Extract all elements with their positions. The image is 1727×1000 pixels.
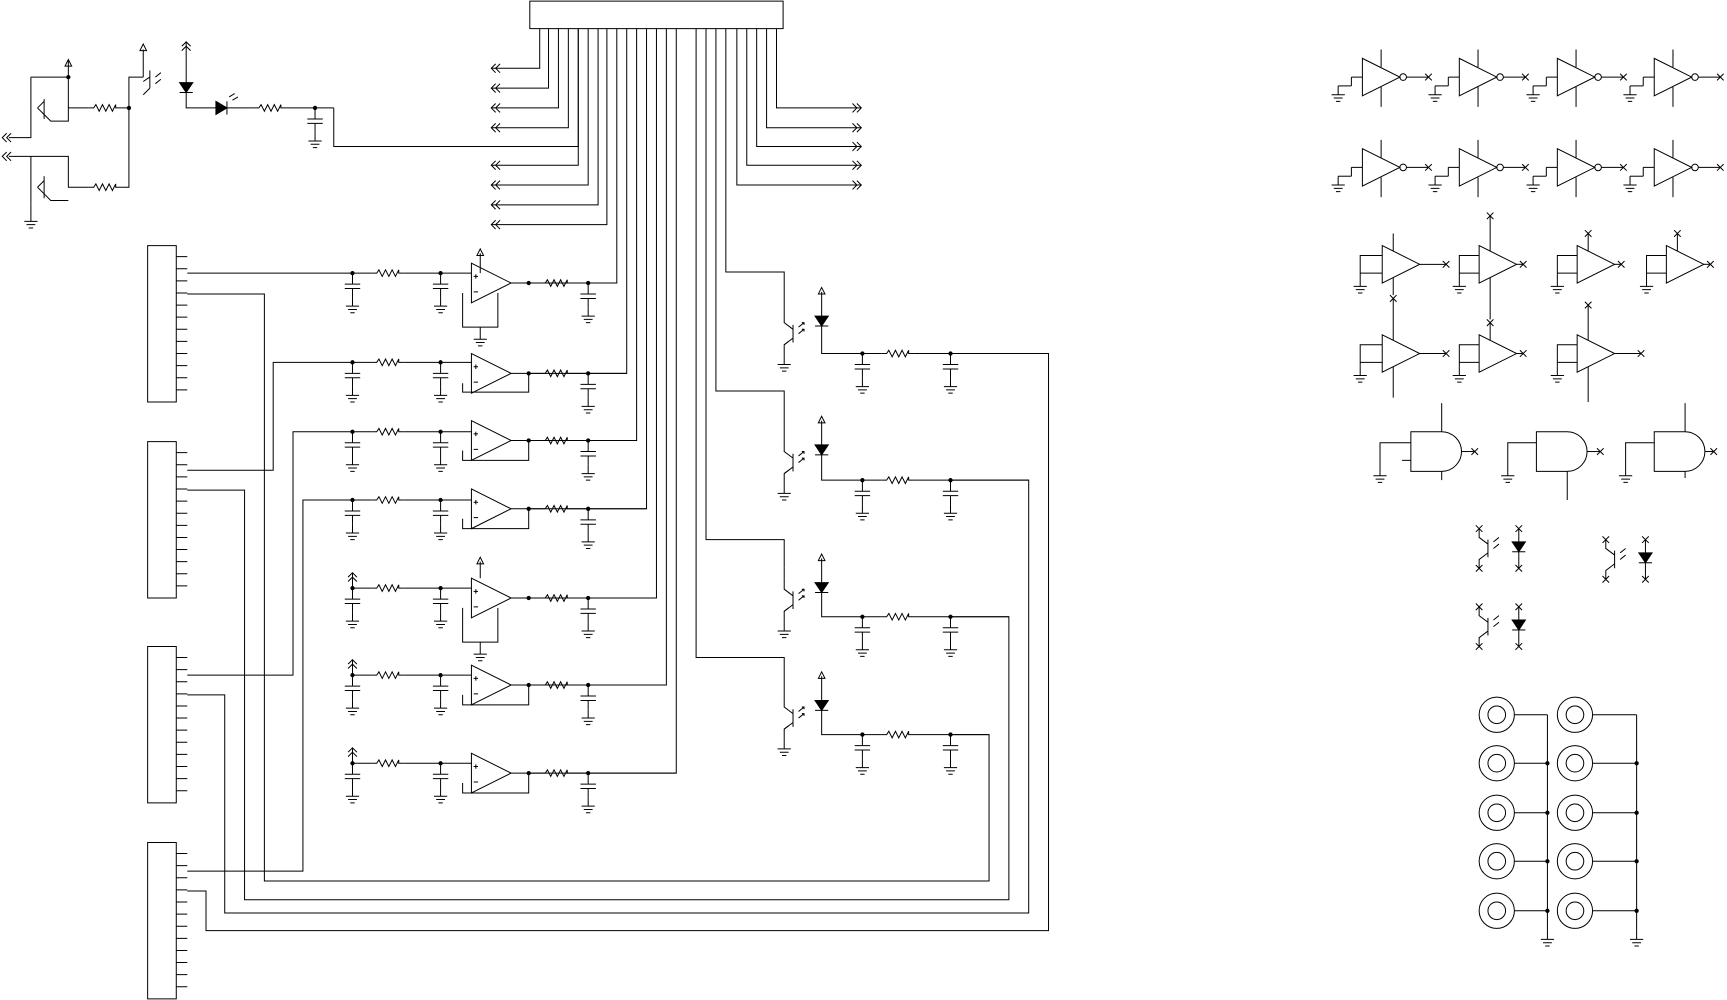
opamp-channel-3	[345, 421, 637, 480]
opamp-channel-1	[345, 249, 617, 346]
ribbon-connector	[334, 1, 862, 773]
opamp-channel-6	[345, 660, 667, 725]
opto-channel-3	[778, 554, 1009, 656]
spare-inverters	[1332, 50, 1724, 198]
pin-header-4	[148, 843, 188, 999]
spare-buffers	[1354, 213, 1714, 402]
opto-channel-1	[778, 287, 1049, 393]
opamp-channel-5	[345, 557, 657, 661]
header-wiring	[187, 273, 1048, 930]
pin-header-2	[148, 442, 188, 598]
mounting-holes	[1479, 697, 1643, 946]
input-transistor-stage	[2, 42, 333, 228]
opamp-channel-2	[345, 354, 627, 413]
pin-header-1	[148, 246, 188, 402]
opto-channel-4	[778, 672, 989, 774]
opamp-channel-4	[345, 489, 647, 548]
opamp-channel-7	[345, 748, 676, 813]
opto-channel-2	[778, 416, 1029, 520]
pin-header-3	[148, 646, 188, 802]
spare-optocouplers	[1476, 525, 1652, 649]
spare-and-gates	[1373, 403, 1717, 500]
